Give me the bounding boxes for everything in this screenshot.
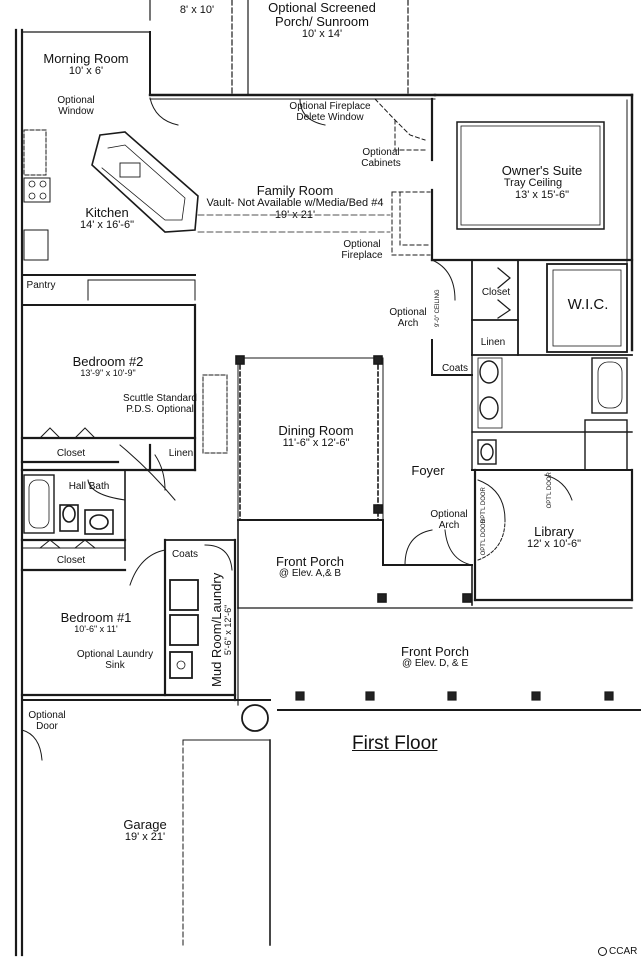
closet-bed2-label: Closet [56,448,86,459]
closet-owner-label: Closet [481,287,511,298]
optl-door-library-low: OPT'L DOOR [480,519,487,556]
library-label: Library 12' x 10'-6" [527,524,581,551]
bedroom-2-label: Bedroom #2 13'-9" x 10'-9" [72,354,144,379]
owner-suite-walls [430,97,634,262]
wic-walls [471,259,633,356]
dining-room-label: Dining Room 11'-6" x 12'-6" [278,423,354,450]
garage-walls [21,699,271,946]
foyer-walls [382,259,473,566]
optional-arch-hall-note: Optional Arch [389,307,427,329]
optl-door-library-top: OPT'L DOOR [546,472,553,509]
door-swings [149,97,326,491]
owner-bath-fixtures [471,354,633,471]
bedroom-2-walls [20,303,197,501]
dining-room-walls [235,355,384,521]
left-exterior-wall [14,28,24,957]
front-porch-ab-label: Front Porch @ Elev. A,& B [276,554,344,580]
morning-room-walls [21,29,151,99]
wic-label: W.I.C. [567,296,609,313]
ccar-logo: CCAR [598,946,637,957]
morning-room-label: Morning Room 10' x 6' [43,51,129,78]
main-rear-wall [148,93,634,352]
optional-laundry-sink-note: Optional Laundry Sink [76,649,154,671]
copyright-icon [598,947,607,956]
screened-porch-label: Optional Screened Porch/ Sunroom 10' x 1… [268,0,376,41]
optl-door-library-mid: OPT'L DOOR [480,487,487,524]
scuttle-outline [202,374,228,454]
optional-cabinets-note: Optional Cabinets [361,147,401,169]
kitchen-walls [21,129,196,306]
front-porch-de-outline [237,607,641,711]
foyer-label: Foyer [411,463,445,478]
bedroom-1-walls [20,538,237,697]
screened-porch-walls [149,0,409,96]
optional-fireplace-delete-note: Optional Fireplace Delete Window [289,101,371,123]
linen-owner-label: Linen [480,337,506,348]
kitchen-label: Kitchen 14' x 16'-6" [80,205,134,232]
optional-door-note: Optional Door [28,710,66,732]
floor-title: First Floor [352,733,438,754]
coats-foyer-label: Coats [441,363,469,374]
front-porch-de-label: Front Porch @ Elev. D, & E [401,644,469,670]
hall-bath-fixtures [20,469,127,561]
mud-room-label: Mud Room/Laundry 5'-6" x 12'-6" [209,572,234,687]
mud-room-walls [164,538,269,732]
optional-fireplace-outline [374,98,431,256]
hall-bath-label: Hall Bath [68,481,110,492]
coats-mud-label: Coats [171,549,199,560]
top-deck-label: 8' x 10' [179,4,215,16]
linen-hall-label: Linen [168,448,194,459]
ceiling-note: 9'-0" CEILING [434,289,441,328]
pantry-label: Pantry [26,280,56,291]
library-walls [473,468,634,602]
bedroom-1-label: Bedroom #1 10'-6" x 11' [60,610,132,635]
optional-window-note: Optional Window [57,95,95,117]
owners-suite-label: Owner's Suite Tray Ceiling 13' x 15'-6" [501,163,583,201]
family-room-label: Family Room Vault- Not Available w/Media… [206,183,384,221]
logo-text: CCAR [609,946,638,957]
scuttle-note: Scuttle Standard P.D.S. Optional [123,393,197,415]
garage-label: Garage 19' x 21' [123,817,167,844]
closet-bed1-label: Closet [56,555,86,566]
optional-arch-foyer-note: Optional Arch [430,509,468,531]
front-porch-ab-outline [237,519,633,609]
kitchen-island [91,131,391,233]
optional-fireplace-note: Optional Fireplace [341,239,383,261]
